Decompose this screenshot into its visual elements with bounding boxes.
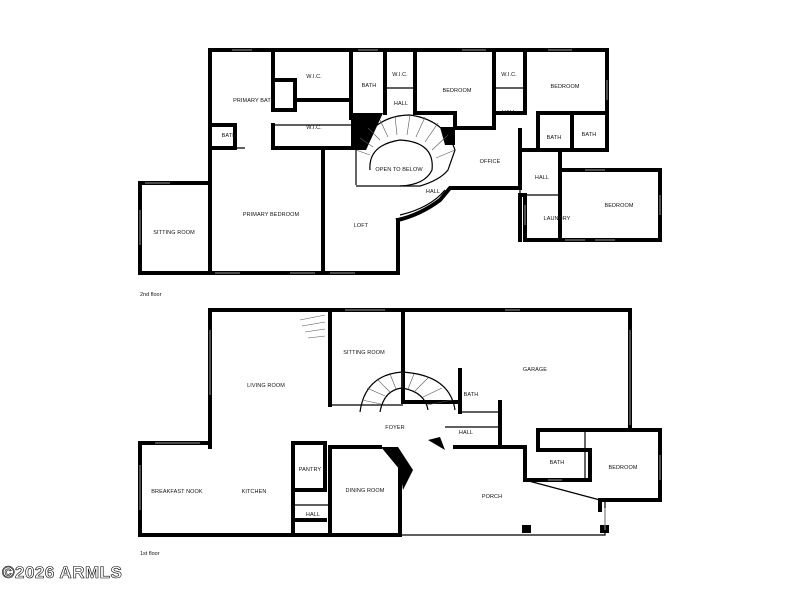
room-foyer-label: FOYER xyxy=(385,425,405,431)
room-bath-label: BATH xyxy=(361,83,377,89)
room-laundry-label: LAUNDRY xyxy=(543,216,571,222)
watermark: ©2026 ARMLS xyxy=(2,563,123,583)
room-wic-label: W.I.C. xyxy=(501,72,517,78)
room-sitting-room-label: SITTING ROOM xyxy=(343,350,385,356)
room-wic-label: W.I.C. xyxy=(306,74,322,80)
room-primary-bedroom-label: PRIMARY BEDROOM xyxy=(242,212,300,218)
room-hall-label: HALL xyxy=(534,175,550,181)
room-pantry-label: PANTRY xyxy=(298,467,322,473)
room-garage-label: GARAGE xyxy=(522,367,548,373)
first-floor-plan xyxy=(138,308,662,537)
room-bedroom-label: BEDROOM xyxy=(604,203,634,209)
room-bath-label: BATH xyxy=(463,392,479,398)
room-dining-room-label: DINING ROOM xyxy=(345,488,385,494)
room-kitchen-label: KITCHEN xyxy=(241,489,267,495)
floor-caption-1st: 1st floor xyxy=(140,551,160,557)
room-bedroom-label: BEDROOM xyxy=(442,88,472,94)
room-porch-label: PORCH xyxy=(481,494,503,500)
room-hall-label: HALL xyxy=(458,430,474,436)
room-bath-label: BATH xyxy=(549,460,565,466)
room-bedroom-label: BEDROOM xyxy=(608,465,638,471)
room-wic-label: W.I.C. xyxy=(392,72,408,78)
room-loft-label: LOFT xyxy=(353,223,369,229)
room-sitting-room-label: SITTING ROOM xyxy=(153,230,195,236)
room-hall-label: HALL xyxy=(425,189,441,195)
room-wic-label: W.I.C. xyxy=(306,125,322,131)
room-bath-label: BATH xyxy=(581,132,597,138)
room-bath-label: BATH xyxy=(221,133,237,139)
second-floor-plan xyxy=(138,48,662,275)
room-hall-label: HALL xyxy=(501,110,517,116)
room-open-to-below-label: OPEN TO BELOW xyxy=(375,167,423,173)
room-bath-label: BATH xyxy=(546,135,562,141)
floor-caption-2nd: 2nd floor xyxy=(140,292,162,298)
room-bedroom-label: BEDROOM xyxy=(550,84,580,90)
room-primary-bath-label: PRIMARY BATH xyxy=(233,98,275,104)
room-breakfast-nook-label: BREAKFAST NOOK xyxy=(151,489,203,495)
room-hall-label: HALL xyxy=(305,512,321,518)
room-office-label: OFFICE xyxy=(479,159,501,165)
room-hall-label: HALL xyxy=(393,101,409,107)
room-living-room-label: LIVING ROOM xyxy=(247,383,285,389)
